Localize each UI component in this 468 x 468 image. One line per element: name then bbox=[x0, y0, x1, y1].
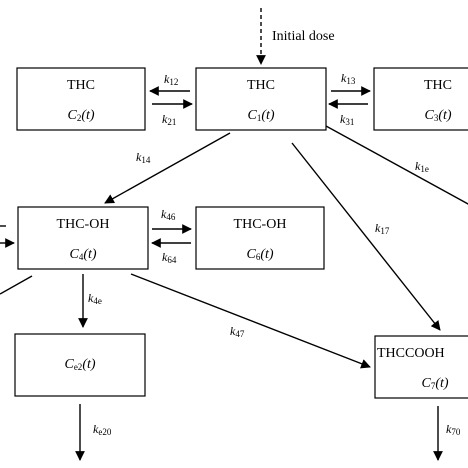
rate-k1e-label: k1e bbox=[415, 159, 429, 174]
compartment-c6: THC-OH C6(t) bbox=[195, 206, 325, 270]
compartment-c1-conc: C1(t) bbox=[247, 108, 274, 123]
rate-ke20-label: ke20 bbox=[93, 422, 112, 437]
rate-k46-label: k46 bbox=[161, 207, 176, 222]
compartment-c6-conc: C6(t) bbox=[246, 247, 273, 262]
rate-k12-label: k12 bbox=[164, 72, 178, 87]
rate-k13-label: k13 bbox=[341, 71, 356, 86]
rate-k64-label: k64 bbox=[162, 250, 177, 265]
compartment-c2-conc: C2(t) bbox=[67, 108, 94, 123]
rate-k70-label: k70 bbox=[446, 422, 461, 437]
compartment-c4-name: THC-OH bbox=[57, 217, 110, 232]
arrow-k47 bbox=[130, 273, 371, 369]
compartment-c3: THC C3(t) bbox=[373, 67, 468, 131]
rate-k14-label: k14 bbox=[136, 150, 151, 165]
compartment-c6-name: THC-OH bbox=[234, 217, 287, 232]
rate-k31-label: k31 bbox=[340, 112, 354, 127]
compartment-c4: THC-OH C4(t) bbox=[17, 206, 149, 270]
rate-k4e-label: k4e bbox=[88, 291, 102, 306]
compartment-c3-conc: C3(t) bbox=[424, 108, 451, 123]
arrow-k17 bbox=[291, 142, 441, 331]
rate-k17-label: k17 bbox=[375, 221, 390, 236]
left-edge-line-bottom bbox=[0, 275, 33, 295]
compartment-c2-name: THC bbox=[67, 78, 95, 93]
compartment-c1: THC C1(t) bbox=[195, 67, 327, 131]
compartment-c7-name: THCCOOH bbox=[377, 346, 445, 361]
compartment-c3-name: THC bbox=[424, 78, 452, 93]
rate-k21-label: k21 bbox=[162, 112, 176, 127]
compartment-c2: THC C2(t) bbox=[16, 67, 146, 131]
compartment-c7: THCCOOH C7(t) bbox=[374, 335, 468, 399]
compartment-c4-conc: C4(t) bbox=[69, 247, 96, 262]
compartment-c7-conc: C7(t) bbox=[421, 376, 448, 391]
rate-k47-label: k47 bbox=[230, 324, 245, 339]
arrow-k14 bbox=[104, 132, 231, 204]
compartment-c1-name: THC bbox=[247, 78, 275, 93]
initial-dose-label: Initial dose bbox=[272, 29, 335, 44]
compartment-ce2: Ce2(t) bbox=[14, 333, 146, 397]
arrow-k1e bbox=[325, 125, 468, 205]
compartment-ce2-conc: Ce2(t) bbox=[64, 357, 95, 372]
